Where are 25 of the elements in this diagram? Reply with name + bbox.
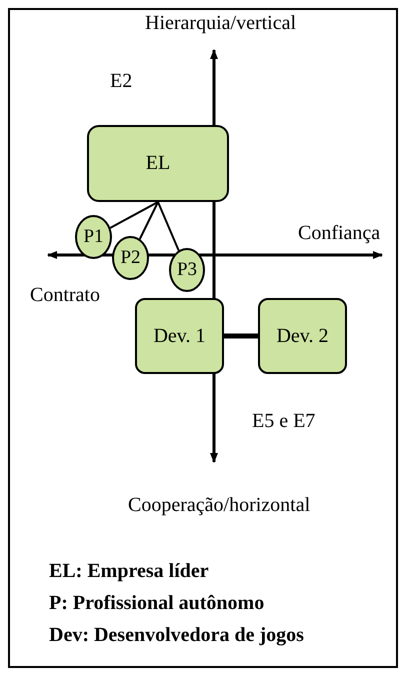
connector-line [138,202,159,240]
axis-label: Contrato [30,284,100,307]
node-label: P3 [176,259,198,281]
node-label: P2 [120,247,141,269]
ellipse-node [75,215,112,259]
node-label: Dev. 1 [153,324,206,348]
connector-line [110,201,158,229]
legend-text: P: Profissional autônomo [49,592,264,615]
axis-label: Hierarquia/vertical [145,12,296,35]
quadrant-label: E5 e E7 [252,410,316,433]
ellipse-node [169,248,205,292]
node-label: EL [146,152,170,175]
node-label: P1 [83,226,104,248]
thick-connector-line [224,334,258,338]
quadrant-label: E2 [110,70,132,93]
legend-text: Dev: Desenvolvedora de jogos [49,624,304,647]
axis-label: Confiança [298,222,380,245]
rounded-box [135,298,224,374]
rounded-box [87,125,229,202]
connector-line [157,202,180,251]
axis-label: Cooperação/horizontal [128,494,310,517]
legend-text: EL: Empresa líder [49,560,209,583]
rounded-box [258,298,347,374]
node-label: Dev. 2 [276,324,329,348]
ellipse-node [112,236,149,280]
